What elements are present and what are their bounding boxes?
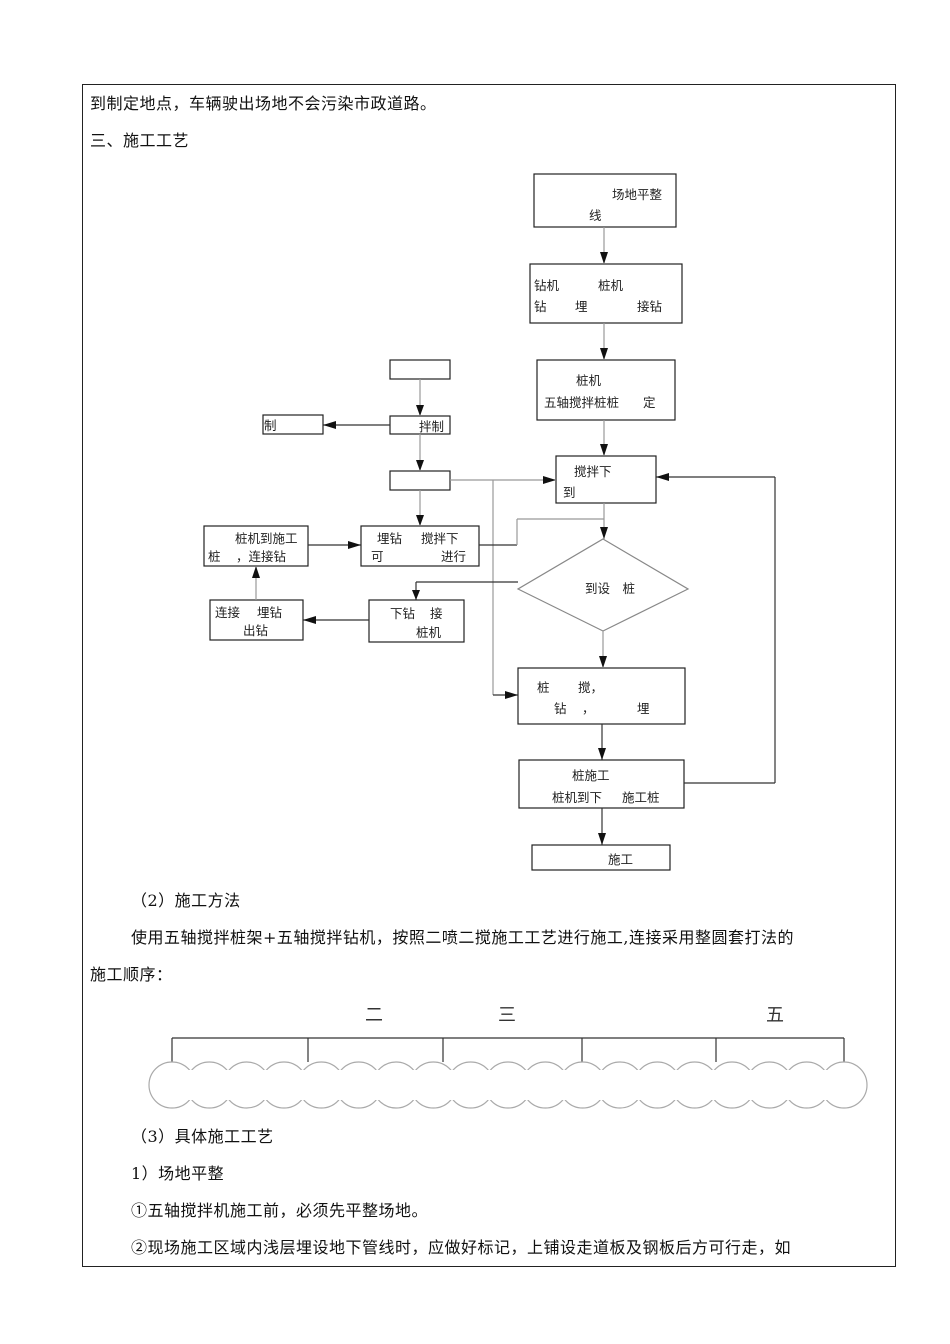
svg-text:搅拌下: 搅拌下 [574,464,612,479]
svg-text:五轴搅拌桩桩: 五轴搅拌桩桩 [544,395,619,410]
svg-text:拌制: 拌制 [419,419,444,434]
svg-text:定: 定 [643,395,656,410]
svg-text:桩: 桩 [537,680,550,695]
flow-box-position: 桩机 五轴搅拌桩桩 定 [536,359,676,421]
section-heading: 三、施工工艺 [90,131,190,150]
sequence-bracket [171,1037,845,1062]
document-frame [82,84,896,1267]
svg-text:施工桩: 施工桩 [622,790,660,805]
list-item: ①五轴搅拌机施工前，必须先平整场地。 [131,1201,429,1220]
svg-text:线: 线 [589,208,602,223]
flow-box-lift: 连接 埋钻 出钻 [209,599,304,641]
sequence-label-5: 五 [766,1005,784,1026]
flow-box-pile-done: 桩施工 桩机到下 施工桩 [518,759,685,809]
svg-text:出钻: 出钻 [243,623,268,638]
svg-text:桩机到施工: 桩机到施工 [235,531,298,546]
svg-text:下钻: 下钻 [390,606,415,621]
svg-text:桩机: 桩机 [576,373,602,388]
flow-box-rig: 钻机 桩机 钻 埋 接钻 [529,263,683,324]
sequence-labels: 二 三 五 [365,1005,784,1026]
svg-text:桩机到下: 桩机到下 [552,790,602,805]
svg-text:到设 桩: 到设 桩 [585,581,635,596]
flow-box-connect: 桩机到施工 桩 ，连接钻 [203,525,309,567]
sequence-label-2: 二 [365,1005,383,1026]
method-paragraph-line2: 施工顺序： [90,965,173,984]
pile-circles-fill [172,1070,844,1100]
list-item: ②现场施工区域内浅层埋设地下管线时，应做好标记，上铺设走道板及钢板后方可行走，如 [131,1238,792,1257]
svg-text:，: ， [582,701,595,716]
svg-text:埋钻: 埋钻 [377,531,402,546]
svg-text:可: 可 [371,549,384,564]
svg-text:钻: 钻 [534,299,547,314]
svg-text:施工: 施工 [608,852,633,867]
flow-connectors [252,227,776,845]
flow-box-pile-stir: 桩 搅， 钻 ， 埋 [517,667,686,725]
svg-text:，连接钻: ，连接钻 [236,549,286,564]
svg-text:连接: 连接 [215,605,241,620]
method-heading: （2）施工方法 [131,891,241,910]
method-paragraph-line1: 使用五轴搅拌桩架+五轴搅拌钻机，按照二喷二搅施工工艺进行施工,连接采用整圆套打法… [131,928,794,947]
paragraph-line: 到制定地点，车辆驶出场地不会污染市政道路。 [90,94,437,113]
svg-text:场地平整: 场地平整 [612,187,663,202]
svg-text:钻机: 钻机 [534,278,560,293]
svg-text:桩机: 桩机 [598,278,624,293]
svg-text:桩机: 桩机 [416,625,442,640]
svg-text:埋钻: 埋钻 [257,605,282,620]
svg-text:埋: 埋 [637,701,650,716]
svg-text:搅拌下: 搅拌下 [421,531,459,546]
svg-text:接钻: 接钻 [637,299,662,314]
svg-text:搅，: 搅， [578,680,603,695]
flow-box-stir-down: 搅拌下 到 [555,455,657,504]
svg-text:埋: 埋 [575,299,588,314]
svg-text:到: 到 [563,485,576,500]
flow-box-lower-drill: 下钻 接 桩机 [368,599,465,643]
sequence-label-3: 三 [498,1005,516,1026]
detail-heading: （3）具体施工工艺 [131,1127,274,1146]
sequence-circles [148,1061,868,1109]
flow-box-end: 施工 [531,844,671,871]
svg-text:桩施工: 桩施工 [572,768,610,783]
flow-box-bury: 埋钻 搅拌下 可 进行 [360,525,480,567]
svg-text:钻: 钻 [554,701,567,716]
svg-text:制: 制 [264,418,277,433]
svg-text:桩: 桩 [208,549,221,564]
flow-box-far-left: 制 [262,414,324,435]
svg-text:进行: 进行 [441,549,466,564]
sub-heading: 1）场地平整 [131,1164,225,1183]
flow-box-site-leveling: 场地平整 线 [533,173,677,228]
svg-text:接: 接 [430,606,443,621]
